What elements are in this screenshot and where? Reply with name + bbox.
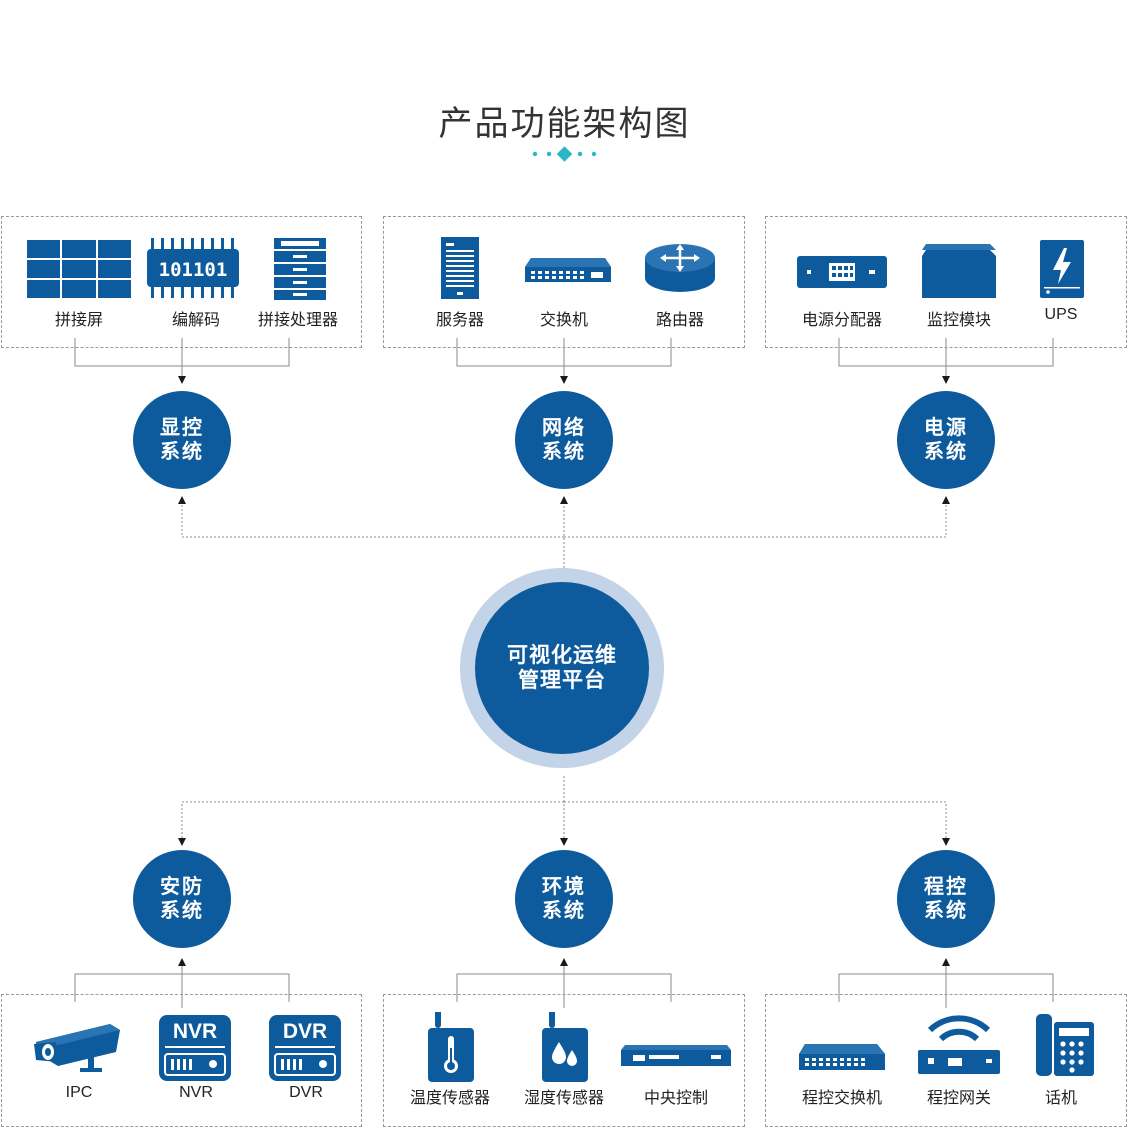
item-label: 温度传感器 — [409, 1090, 490, 1107]
item-telephone: 话机 — [1006, 1012, 1116, 1107]
center-label-line1: 可视化运维 — [507, 644, 617, 667]
node-label-line2: 系统 — [160, 900, 204, 922]
router-icon — [645, 244, 715, 292]
power-devices-box — [765, 216, 1127, 348]
item-label: 话机 — [1044, 1090, 1077, 1107]
node-label-line2: 系统 — [924, 441, 968, 463]
environment-system-node: 环境 系统 — [515, 850, 613, 948]
security-system-node: 安防 系统 — [133, 850, 231, 948]
pbx-switch-icon — [799, 1044, 885, 1070]
item-switch: 交换机 — [509, 234, 619, 329]
power-system-node: 电源 系统 — [897, 391, 995, 489]
item-nvr: NVR NVR — [141, 1012, 251, 1101]
power-distributor-icon — [797, 256, 887, 288]
pbx-system-node: 程控 系统 — [897, 850, 995, 948]
humidity-sensor-icon — [542, 1006, 588, 1082]
item-label: 监控模块 — [926, 312, 991, 329]
item-humidity-sensor: 湿度传感器 — [509, 1006, 619, 1107]
network-system-node: 网络 系统 — [515, 391, 613, 489]
pbx-devices-box — [765, 994, 1127, 1127]
item-label: 编解码 — [171, 312, 220, 329]
node-label-line1: 程控 — [924, 876, 968, 898]
center-label-line2: 管理平台 — [518, 669, 606, 692]
node-label-line2: 系统 — [542, 441, 586, 463]
item-label: IPC — [65, 1084, 93, 1101]
item-label: 程控交换机 — [801, 1090, 882, 1107]
dvr-icon: DVR — [269, 1015, 341, 1081]
splice-processor-icon — [274, 238, 326, 300]
node-label-line1: 显控 — [160, 417, 204, 439]
item-temperature-sensor: 温度传感器 — [395, 1006, 505, 1107]
item-label: 交换机 — [539, 312, 588, 329]
item-ups: UPS — [1006, 234, 1116, 323]
node-label-line2: 系统 — [924, 900, 968, 922]
node-label-line2: 系统 — [160, 441, 204, 463]
network-devices-box — [383, 216, 745, 348]
codec-chip-icon: 101101 — [147, 238, 239, 298]
item-label: 服务器 — [435, 312, 484, 329]
item-label: 湿度传感器 — [523, 1090, 604, 1107]
svg-text:DVR: DVR — [283, 1020, 327, 1043]
node-label-line2: 系统 — [542, 900, 586, 922]
switch-icon — [525, 258, 611, 282]
pbx-gateway-icon — [918, 1015, 1000, 1074]
item-ip-camera: IPC — [24, 1012, 134, 1101]
monitor-module-icon — [922, 244, 996, 298]
item-label: 程控网关 — [926, 1090, 991, 1107]
svg-text:101101: 101101 — [159, 259, 228, 281]
server-icon — [441, 237, 479, 299]
center-platform-node: 可视化运维 管理平台 — [475, 582, 649, 754]
item-label: 中央控制 — [643, 1090, 708, 1107]
display-control-devices-box — [1, 216, 362, 348]
item-router: 路由器 — [625, 234, 735, 329]
nvr-icon: NVR — [159, 1015, 231, 1081]
temperature-sensor-icon — [428, 1006, 474, 1082]
item-central-control: 中央控制 — [621, 1012, 731, 1107]
video-wall-icon — [27, 240, 131, 298]
item-video-wall: 拼接屏 — [24, 234, 134, 329]
telephone-icon — [1036, 1014, 1094, 1076]
ip-camera-icon — [34, 1024, 120, 1072]
item-power-distributor: 电源分配器 — [787, 234, 897, 329]
item-label: 拼接屏 — [54, 312, 103, 329]
svg-text:NVR: NVR — [173, 1020, 217, 1043]
item-splice-processor: 拼接处理器 — [243, 234, 353, 329]
display-control-system-node: 显控 系统 — [133, 391, 231, 489]
central-control-icon — [621, 1045, 731, 1066]
item-dvr: DVR DVR — [251, 1012, 361, 1101]
item-label: UPS — [1044, 306, 1078, 323]
node-label-line1: 网络 — [542, 417, 586, 439]
node-label-line1: 电源 — [924, 417, 968, 439]
ups-icon — [1040, 240, 1084, 298]
item-label: 拼接处理器 — [257, 312, 338, 329]
item-server: 服务器 — [405, 234, 515, 329]
item-codec: 101101 编解码 — [141, 234, 251, 329]
item-label: 电源分配器 — [801, 312, 882, 329]
node-label-line1: 环境 — [542, 876, 586, 898]
item-label: DVR — [289, 1084, 323, 1101]
node-label-line1: 安防 — [160, 876, 204, 898]
item-pbx-switch: 程控交换机 — [787, 1012, 897, 1107]
page-title: 产品功能架构图 — [438, 105, 691, 143]
item-monitor-module: 监控模块 — [904, 234, 1014, 329]
item-label: 路由器 — [655, 312, 704, 329]
item-pbx-gateway: 程控网关 — [904, 1012, 1014, 1107]
environment-devices-box — [383, 994, 745, 1127]
item-label: NVR — [179, 1084, 213, 1101]
security-devices-box — [1, 994, 362, 1127]
